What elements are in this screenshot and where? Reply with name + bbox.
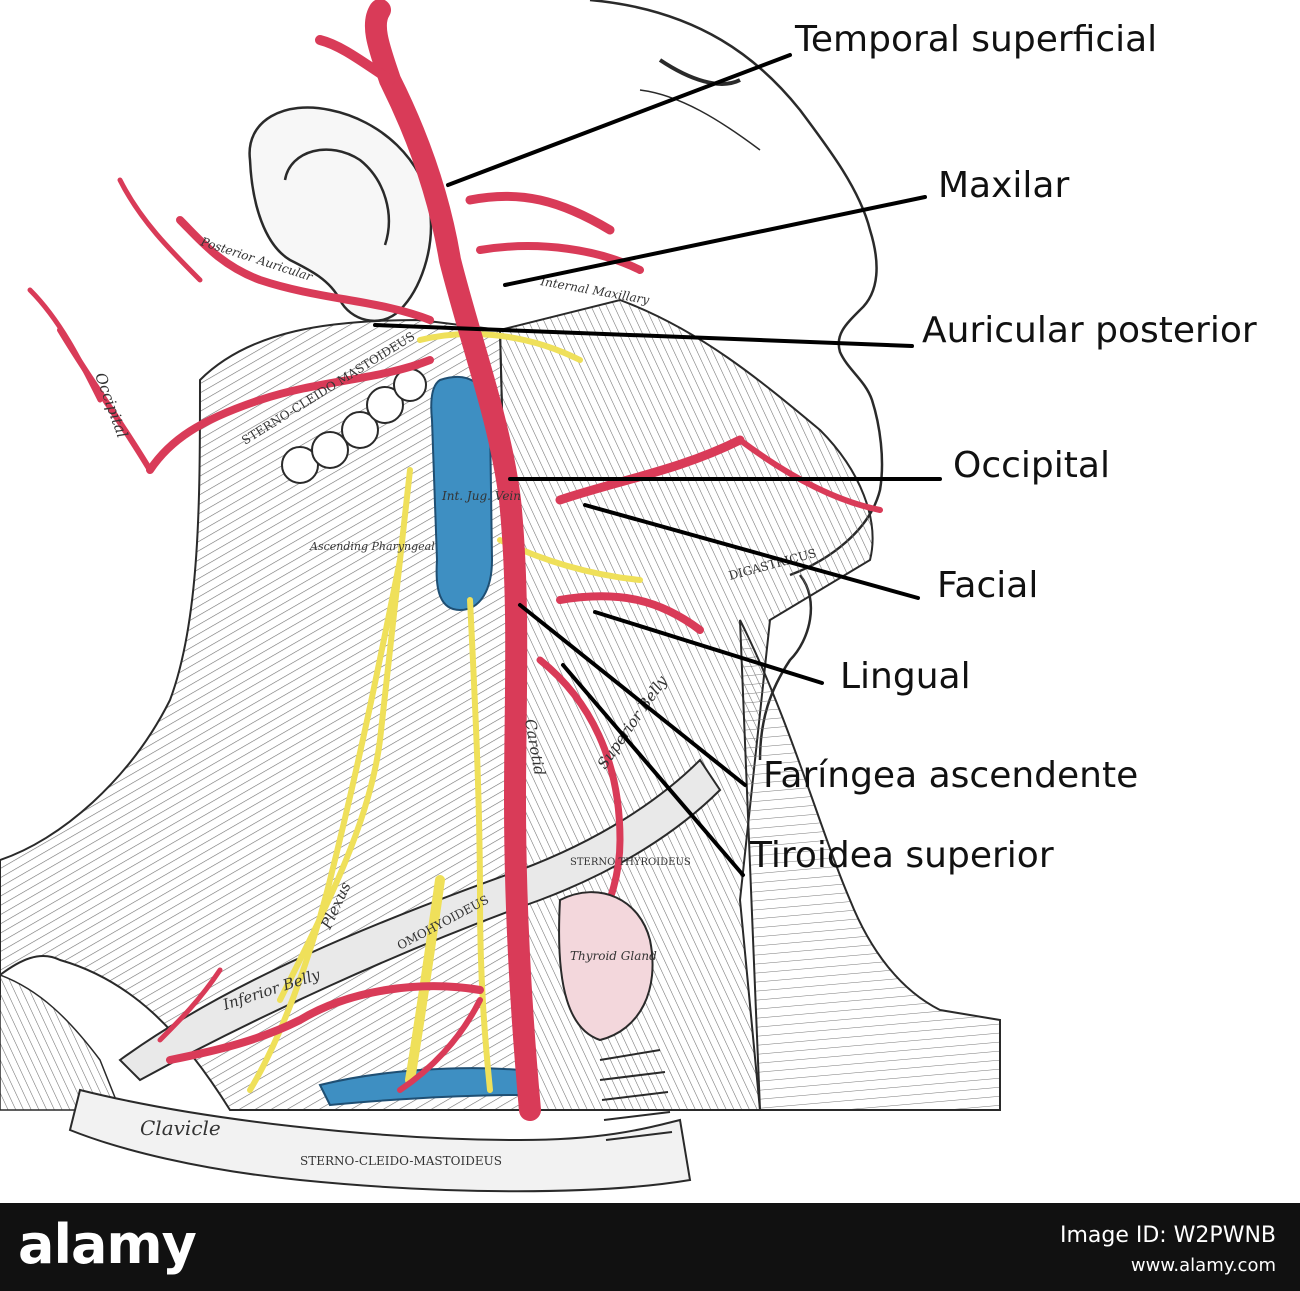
- image-id: Image ID: W2PWNB: [1059, 1223, 1276, 1248]
- leader-auricular: [373, 323, 914, 348]
- label-maxilar: Maxilar: [938, 165, 1070, 206]
- anatomy-illustration: Occipital STERNO-CLEIDO MASTOIDEUS Poste…: [0, 0, 1001, 1193]
- ear: [248, 106, 433, 323]
- brand-logo: alamy: [18, 1213, 197, 1276]
- ill-label-ascending-pharyngeal: Ascending Pharyngeal: [309, 540, 435, 553]
- ill-label-clavicle: Clavicle: [140, 1116, 221, 1140]
- leader-temporal: [446, 53, 792, 187]
- leader-tiroidea: [561, 663, 745, 877]
- ill-label-internal-maxillary: Internal Maxillary: [538, 274, 650, 307]
- ill-label-thyroid-gland: Thyroid Gland: [570, 949, 657, 963]
- leader-facial: [583, 503, 920, 600]
- ill-label-occipital: Occipital: [91, 370, 131, 440]
- ill-label-sterno-cleido-mastoideus: STERNO-CLEIDO-MASTOIDEUS: [300, 1154, 502, 1168]
- label-tiroidea-superior: Tiroidea superior: [750, 835, 1054, 876]
- ill-label-sterno-thyroideus: STERNO THYROIDEUS: [570, 857, 691, 868]
- label-facial: Facial: [937, 565, 1039, 606]
- brand-url: www.alamy.com: [1130, 1255, 1276, 1276]
- thyroid-gland: [558, 891, 654, 1042]
- leader-lines: [373, 53, 942, 877]
- label-faringea-ascendente: Faríngea ascendente: [763, 755, 1139, 796]
- neck-muscles: [0, 298, 1001, 1193]
- watermark-footer: alamy Image ID: W2PWNB www.alamy.com: [0, 1203, 1300, 1291]
- label-temporal-superficial: Temporal superficial: [795, 19, 1158, 60]
- mastoid-process: [281, 368, 427, 484]
- leader-lingual: [593, 610, 824, 685]
- leader-faringea: [518, 603, 747, 787]
- arteries: [27, 0, 883, 1121]
- trachea: [599, 1049, 673, 1141]
- internal-jugular-vein: [318, 375, 521, 1107]
- leader-maxilar: [503, 195, 927, 287]
- label-occipital: Occipital: [953, 445, 1110, 486]
- ill-label-jugular-vein: Int. Jug. Vein: [441, 489, 521, 503]
- label-auricular-posterior: Auricular posterior: [922, 310, 1257, 351]
- label-lingual: Lingual: [840, 656, 971, 697]
